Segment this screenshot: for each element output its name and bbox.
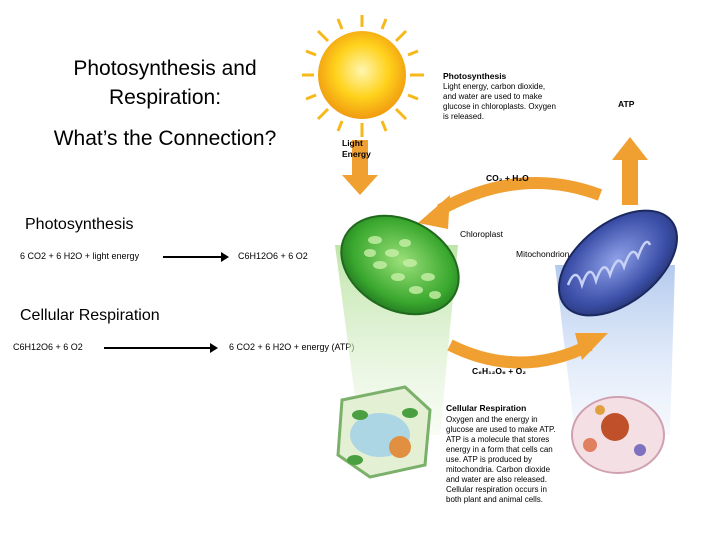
respiration-box-title: Cellular Respiration bbox=[446, 403, 526, 413]
photosynthesis-box-line: glucose in chloroplasts. Oxygen bbox=[443, 102, 556, 111]
respiration-products: 6 CO2 + 6 H2O + energy (ATP) bbox=[229, 342, 355, 352]
co2-h2o-cycle-arrow bbox=[418, 177, 603, 229]
photosynthesis-box-line: is released. bbox=[443, 112, 484, 121]
co2-h2o-label: CO₂ + H₂O bbox=[486, 173, 529, 183]
glucose-o2-label: C₆H₁₂O₆ + O₂ bbox=[472, 366, 526, 376]
light-energy-label-line2: Energy bbox=[342, 149, 371, 159]
animal-cell-icon bbox=[571, 396, 665, 474]
photosynthesis-box-title: Photosynthesis bbox=[443, 71, 507, 81]
photosynthesis-box-line: Light energy, carbon dioxide, bbox=[443, 82, 545, 91]
respiration-box-line: both plant and animal cells. bbox=[446, 495, 543, 504]
slide-title: Photosynthesis and Respiration: bbox=[73, 57, 257, 109]
atp-arrow bbox=[612, 137, 648, 205]
respiration-box-line: mitochondria. Carbon dioxide bbox=[446, 465, 551, 474]
plant-cell-icon bbox=[336, 385, 432, 479]
photosynthesis-respiration-diagram: Photosynthesis Light energy, carbon diox… bbox=[302, 15, 678, 504]
chloroplast-label: Chloroplast bbox=[460, 229, 504, 239]
mitochondrion-icon bbox=[558, 209, 678, 317]
respiration-box-line: ATP is a molecule that stores bbox=[446, 435, 549, 444]
glucose-o2-cycle-arrow bbox=[447, 333, 608, 369]
photosynthesis-products: C6H12O6 + 6 O2 bbox=[238, 251, 308, 261]
atp-label: ATP bbox=[618, 99, 635, 109]
respiration-reaction-arrow bbox=[104, 343, 218, 353]
respiration-box-line: and water are also released. bbox=[446, 475, 547, 484]
light-energy-arrow bbox=[342, 140, 378, 195]
respiration-box-line: glucose are used to make ATP. bbox=[446, 425, 556, 434]
sun-icon bbox=[302, 15, 424, 137]
respiration-box-line: Cellular respiration occurs in bbox=[446, 485, 547, 494]
photosynthesis-heading: Photosynthesis bbox=[25, 216, 134, 233]
chloroplast-icon bbox=[340, 214, 460, 316]
photosynthesis-reaction-arrow bbox=[163, 252, 229, 262]
respiration-box-line: energy in a form that cells can bbox=[446, 445, 553, 454]
respiration-reactants: C6H12O6 + 6 O2 bbox=[13, 342, 83, 352]
respiration-box-line: use. ATP is produced by bbox=[446, 455, 532, 464]
light-energy-label-line1: Light bbox=[342, 138, 363, 148]
slide-subtitle: What’s the Connection? bbox=[53, 127, 277, 150]
respiration-box-line: Oxygen and the energy in bbox=[446, 415, 538, 424]
photosynthesis-box-line: and water are used to make bbox=[443, 92, 543, 101]
respiration-heading: Cellular Respiration bbox=[20, 307, 160, 324]
mitochondrion-label: Mitochondrion bbox=[516, 249, 570, 259]
photosynthesis-reactants: 6 CO2 + 6 H2O + light energy bbox=[20, 251, 140, 261]
